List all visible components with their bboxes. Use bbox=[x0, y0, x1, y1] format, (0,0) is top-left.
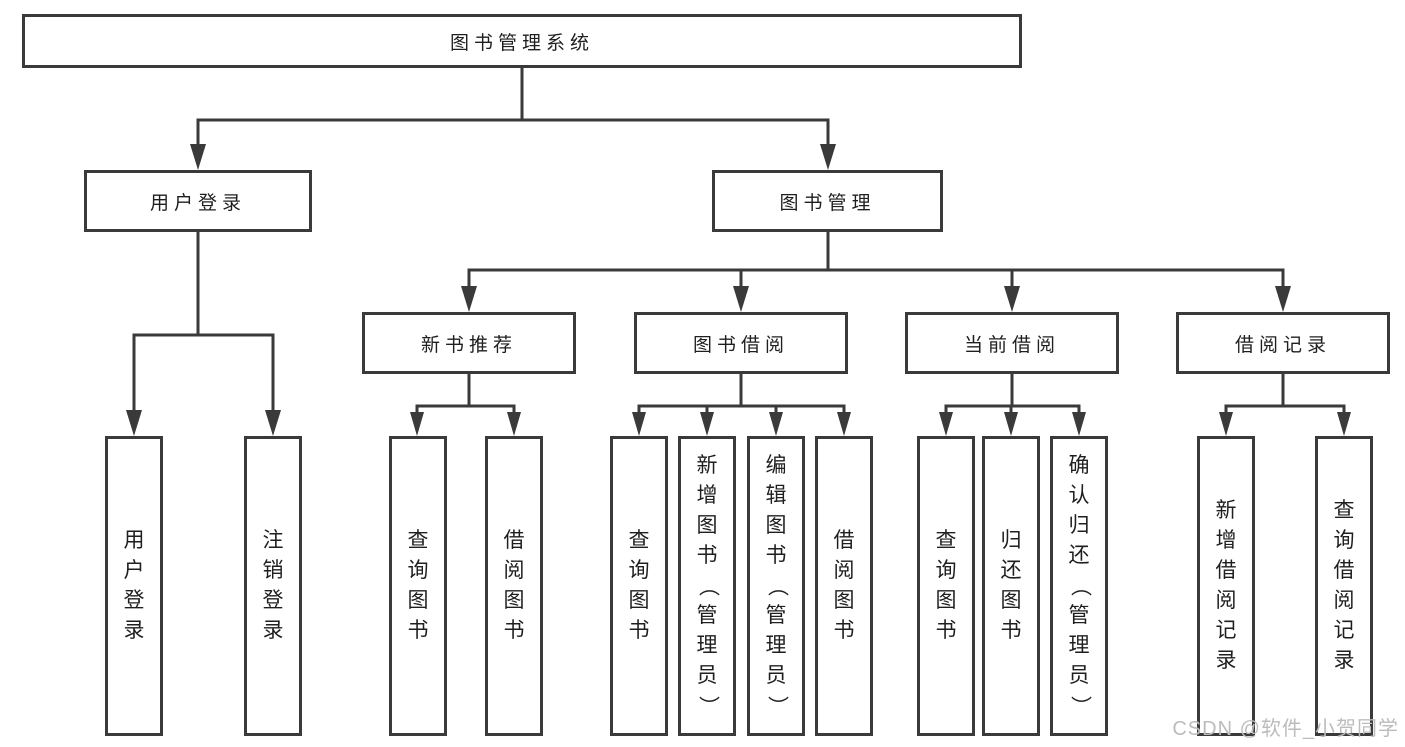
node-new-book-query: 查询图书 bbox=[389, 436, 447, 736]
node-borrow-do: 借阅图书 bbox=[815, 436, 873, 736]
connector-record-to-leaves bbox=[1219, 372, 1351, 436]
node-current-confirm: 确认归还（管理员） bbox=[1050, 436, 1108, 736]
node-borrow-add: 新增图书（管理员） bbox=[678, 436, 736, 736]
node-current-query-label: 查询图书 bbox=[935, 529, 957, 642]
node-record-query: 查询借阅记录 bbox=[1315, 436, 1373, 736]
connector-borrow-to-leaves bbox=[632, 372, 851, 436]
node-borrow-record-label: 借阅记录 bbox=[1234, 334, 1331, 356]
node-record-add-label: 新增借阅记录 bbox=[1215, 499, 1237, 672]
node-borrow-edit-label: 编辑图书（管理员） bbox=[765, 454, 788, 717]
node-book-mgmt: 图书管理 bbox=[712, 170, 943, 232]
node-book-mgmt-label: 图书管理 bbox=[779, 192, 876, 214]
node-root: 图书管理系统 bbox=[22, 14, 1022, 68]
node-current-return: 归还图书 bbox=[982, 436, 1040, 736]
node-current-return-label: 归还图书 bbox=[1000, 529, 1022, 642]
node-borrow-record: 借阅记录 bbox=[1176, 312, 1390, 374]
watermark: CSDN @软件_小贺同学 bbox=[1172, 718, 1399, 740]
node-record-add: 新增借阅记录 bbox=[1197, 436, 1255, 736]
node-new-book-borrow: 借阅图书 bbox=[485, 436, 543, 736]
node-current-confirm-label: 确认归还（管理员） bbox=[1068, 454, 1091, 717]
node-current-borrow: 当前借阅 bbox=[905, 312, 1119, 374]
node-user-login-label: 用户登录 bbox=[149, 192, 246, 214]
connector-current-to-leaves bbox=[939, 372, 1086, 436]
connector-userlogin-to-children bbox=[126, 230, 281, 436]
node-root-label: 图书管理系统 bbox=[449, 32, 594, 54]
node-borrow-add-label: 新增图书（管理员） bbox=[696, 454, 719, 717]
node-borrow-edit: 编辑图书（管理员） bbox=[747, 436, 805, 736]
node-new-book-borrow-label: 借阅图书 bbox=[503, 529, 525, 642]
connector-bookmgmt-to-level2 bbox=[461, 230, 1291, 312]
node-login-label: 用户登录 bbox=[123, 529, 145, 642]
node-book-borrow-label: 图书借阅 bbox=[692, 334, 789, 356]
node-book-borrow: 图书借阅 bbox=[634, 312, 848, 374]
node-logout-label: 注销登录 bbox=[262, 529, 284, 642]
node-borrow-query: 查询图书 bbox=[610, 436, 668, 736]
connector-newbook-to-leaves bbox=[410, 372, 521, 436]
connector-root-to-level1 bbox=[190, 66, 836, 170]
node-new-book-query-label: 查询图书 bbox=[407, 529, 429, 642]
node-current-query: 查询图书 bbox=[917, 436, 975, 736]
node-current-borrow-label: 当前借阅 bbox=[963, 334, 1060, 356]
node-borrow-do-label: 借阅图书 bbox=[833, 529, 855, 642]
node-new-book: 新书推荐 bbox=[362, 312, 576, 374]
node-login: 用户登录 bbox=[105, 436, 163, 736]
node-record-query-label: 查询借阅记录 bbox=[1333, 499, 1355, 672]
node-borrow-query-label: 查询图书 bbox=[628, 529, 650, 642]
node-new-book-label: 新书推荐 bbox=[420, 334, 517, 356]
node-user-login: 用户登录 bbox=[84, 170, 312, 232]
node-logout: 注销登录 bbox=[244, 436, 302, 736]
